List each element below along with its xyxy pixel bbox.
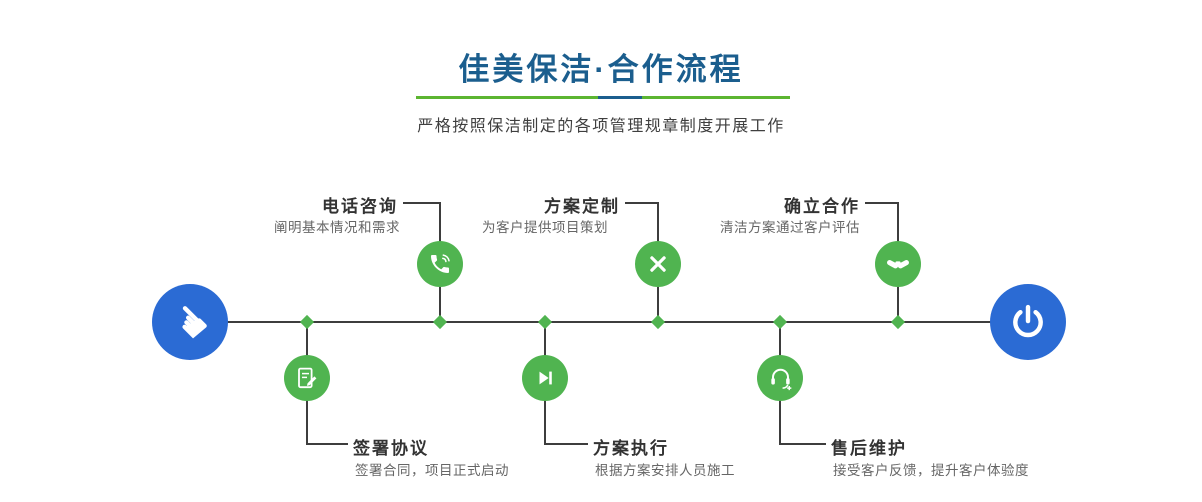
step-node-handshake [875, 241, 921, 287]
step-node-headset [757, 355, 803, 401]
sign-document-icon [298, 367, 317, 389]
step-node-design [635, 241, 681, 287]
step-desc-handshake: 清洁方案通过客户评估 [720, 220, 860, 235]
hand-pointer-icon: ☚ [159, 291, 221, 353]
timeline-node-diamond [432, 314, 448, 330]
play-icon [539, 371, 552, 385]
step-title-handshake: 确立合作 [784, 197, 860, 216]
connector-line [779, 443, 826, 445]
connector-line [439, 287, 441, 322]
timeline-node-diamond [772, 314, 788, 330]
timeline-end-node [990, 284, 1066, 360]
handshake-icon [887, 260, 909, 269]
connector-line [897, 287, 899, 322]
step-title-sign: 签署协议 [353, 439, 429, 458]
connector-line [657, 287, 659, 322]
step-node-play [522, 355, 568, 401]
power-icon [1013, 304, 1043, 338]
step-desc-sign: 签署合同，项目正式启动 [355, 463, 509, 478]
step-desc-design: 为客户提供项目策划 [482, 220, 608, 235]
step-node-sign [284, 355, 330, 401]
timeline-node-diamond [890, 314, 906, 330]
connector-line [306, 443, 348, 445]
phone-icon [431, 254, 450, 273]
step-title-headset: 售后维护 [831, 439, 907, 458]
step-desc-phone: 阐明基本情况和需求 [274, 220, 400, 235]
step-node-phone [417, 241, 463, 287]
step-title-play: 方案执行 [593, 439, 669, 458]
page-subtitle: 严格按照保洁制定的各项管理规章制度开展工作 [417, 118, 785, 135]
connector-line [544, 443, 588, 445]
headset-plus-icon [770, 368, 791, 390]
step-title-phone: 电话咨询 [322, 197, 398, 216]
connector-line [657, 202, 659, 242]
connector-line [439, 202, 441, 242]
connector-line [403, 202, 440, 204]
connector-line [865, 202, 898, 204]
connector-line [625, 202, 658, 204]
timeline-node-diamond [299, 314, 315, 330]
timeline-node-diamond [537, 314, 553, 330]
step-title-design: 方案定制 [544, 197, 620, 216]
timeline-line [190, 321, 1028, 323]
design-tools-icon [650, 256, 666, 272]
timeline-node-diamond [650, 314, 666, 330]
step-desc-headset: 接受客户反馈，提升客户体验度 [833, 463, 1029, 478]
step-desc-play: 根据方案安排人员施工 [595, 463, 735, 478]
page-title: 佳美保洁·合作流程 [458, 52, 744, 87]
connector-line [897, 202, 899, 242]
timeline-start-node: ☚ [152, 284, 228, 360]
title-underline-blue [598, 96, 642, 99]
